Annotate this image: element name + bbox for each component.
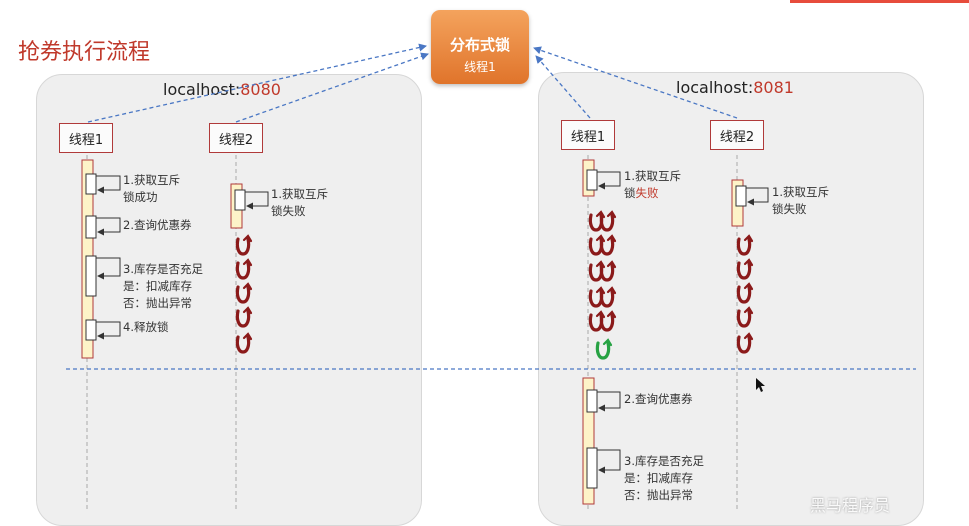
retry-loop-b-thread1b-3-tip: [606, 286, 617, 295]
activation-a-thread2: [230, 183, 246, 229]
server-a-port: 8080: [240, 80, 281, 99]
retry-loop-a-thread2-4-tip: [242, 332, 253, 341]
mouse-cursor-icon: [756, 378, 765, 392]
retry-loop-b-thread2-0-tip: [743, 234, 754, 243]
server-b-host: localhost:8081: [676, 78, 794, 97]
lock-title: 分布式锁: [449, 36, 510, 54]
server-b-thread2-box: 线程2: [710, 120, 764, 150]
retry-loop-a-thread2-3-tip: [242, 306, 253, 315]
retry-loop-b-thread2-2: [736, 285, 752, 304]
retry-loop-a-thread2-2: [235, 285, 251, 304]
retry-loop-b-thread2-3: [736, 309, 752, 328]
top-accent-bar: [790, 0, 969, 3]
retry-loop-b-thread1b-4-tip: [606, 310, 617, 319]
b-t2-step1: 1.获取互斥锁失败: [772, 185, 829, 216]
watermark: 黑马程序员: [810, 496, 891, 515]
retry-loop-b-thread1b-0: [599, 213, 615, 232]
retry-loop-a-thread2-1: [235, 261, 251, 280]
retry-loop-b-thread1b-4: [599, 313, 615, 332]
retry-loop-a-thread2-0-tip: [242, 234, 253, 243]
retry-loop-a-thread2-4: [235, 335, 251, 354]
b-t1-step2: 2.查询优惠券: [624, 392, 693, 406]
retry-loop-b-thread1b-1-tip: [606, 234, 617, 243]
activation-a-thread1: [81, 159, 97, 359]
retry-loop-b-thread2-2-tip: [743, 282, 754, 291]
retry-loop-a-thread2-3: [235, 309, 251, 328]
retry-loop-b-thread2-4: [736, 335, 752, 354]
retry-loop-a-thread2-1-tip: [242, 258, 253, 267]
activation-b-thread1-late: [582, 377, 598, 505]
retry-loop-b-thread2-0: [736, 237, 752, 256]
retry-loop-b-thread1b-0-tip: [606, 210, 617, 219]
retry-loop-b-thread1b-2: [599, 263, 615, 282]
activation-b-thread2: [731, 179, 747, 227]
lock-holder: 线程1: [464, 60, 496, 74]
retry-loop-b-thread2-4-tip: [743, 332, 754, 341]
retry-loop-b-thread2-3-tip: [743, 306, 754, 315]
a-t1-step4: 4.释放锁: [123, 320, 169, 334]
retry-loop-b-thread1b-3: [599, 289, 615, 308]
server-b-port: 8081: [753, 78, 794, 97]
a-t1-step3: 3.库存是否充足是：扣减库存否：抛出异常: [123, 262, 203, 310]
retry-loop-a-thread2-2-tip: [242, 282, 253, 291]
b-t1-step1: 1.获取互斥锁失败: [624, 169, 681, 200]
retry-loop-b-thread1b-1: [599, 237, 615, 256]
a-t1-step1: 1.获取互斥锁成功: [123, 173, 180, 204]
retry-loop-a-thread2-0: [235, 237, 251, 256]
retry-loop-b-thread2-1-tip: [743, 258, 754, 267]
retry-loop-b-thread1-success-tip: [602, 338, 613, 347]
link-a-thread2-lock: [235, 52, 429, 123]
server-b-thread1-box: 线程1: [561, 120, 615, 150]
server-a-thread1-box: 线程1: [59, 123, 113, 153]
server-a-thread2-box: 线程2: [209, 123, 263, 153]
link-a-thread1-lock: [87, 43, 427, 123]
b-t1-step3: 3.库存是否充足是：扣减库存否：抛出异常: [624, 454, 704, 502]
retry-loop-b-thread1-success: [595, 341, 611, 360]
page-title: 抢券执行流程: [18, 40, 151, 65]
server-a-host: localhost:8080: [163, 80, 281, 99]
activation-b-thread1-early: [582, 159, 598, 197]
link-b-thread2-lock: [533, 46, 738, 119]
distributed-lock: 分布式锁 线程1: [431, 10, 529, 84]
a-t2-step1: 1.获取互斥锁失败: [271, 187, 328, 218]
retry-loop-b-thread1b-2-tip: [606, 260, 617, 269]
diagram-lines: [66, 43, 916, 512]
link-b-thread1-lock: [535, 55, 591, 119]
retry-loop-b-thread2-1: [736, 261, 752, 280]
a-t1-step2: 2.查询优惠券: [123, 218, 192, 232]
